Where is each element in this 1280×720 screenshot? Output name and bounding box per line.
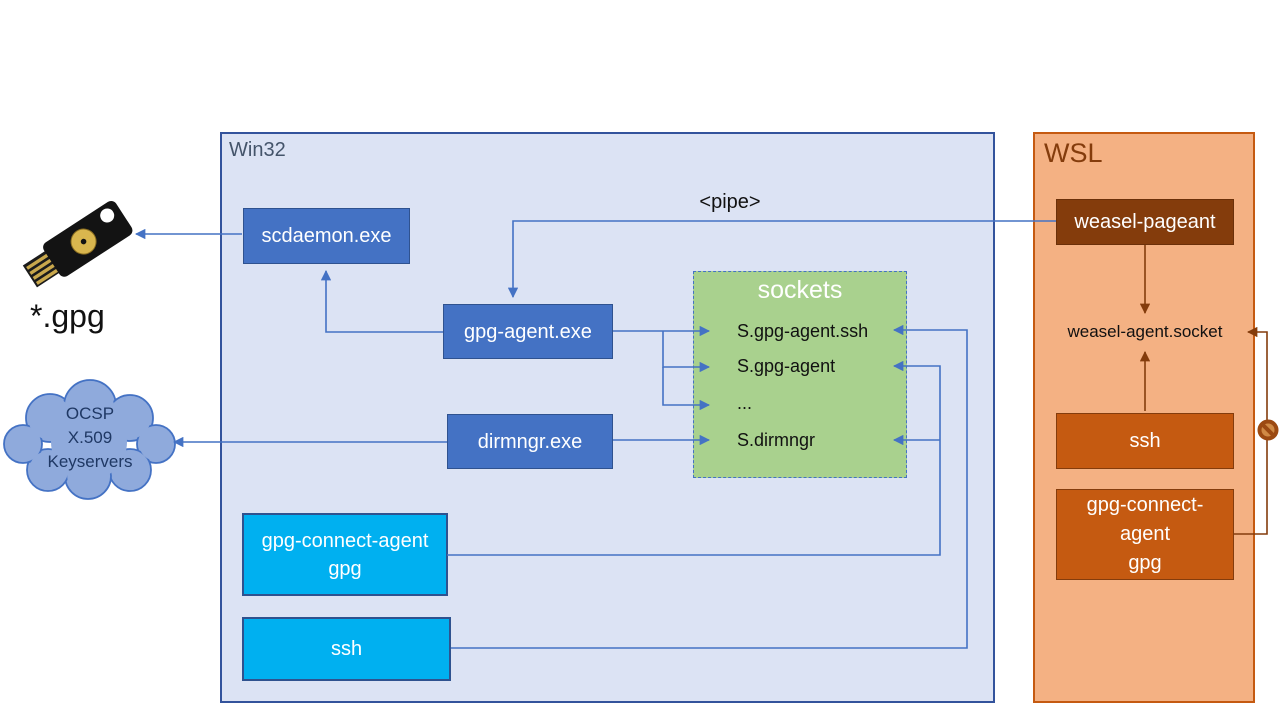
pipe-label: <pipe>: [699, 191, 761, 213]
weasel-agent-socket-label: weasel-agent.socket: [1067, 322, 1223, 341]
cloud-fill: [6, 382, 173, 497]
node-scdaemon: scdaemon.exe: [243, 208, 410, 264]
no-entry-disc: [1258, 420, 1278, 440]
gpg-connect-agent-win32-line2: gpg: [328, 557, 362, 580]
no-entry-slash: [1260, 422, 1276, 438]
cloud-label: OCSP X.509 Keyservers: [10, 402, 170, 474]
node-dirmngr: dirmngr.exe: [447, 414, 613, 469]
no-entry-icon: [1257, 419, 1279, 441]
yubikey-usb-pins: [26, 252, 60, 285]
gpg-connect-agent-wsl-line2: agent: [1119, 523, 1171, 545]
gpg-agent-label: gpg-agent.exe: [464, 320, 592, 343]
node-ssh-win32: ssh: [242, 617, 451, 681]
node-ssh-wsl: ssh: [1056, 413, 1234, 469]
node-weasel-pageant: weasel-pageant: [1056, 199, 1234, 245]
node-gpg-connect-agent-win32: gpg-connect-agent gpg: [242, 513, 448, 596]
cloud-label-line1: OCSP: [65, 404, 115, 423]
socket-item-dirmngr: S.dirmngr: [737, 430, 816, 450]
wsl-label: WSL: [1044, 138, 1103, 168]
dirmngr-label: dirmngr.exe: [477, 430, 583, 453]
socket-item-gpg-agent: S.gpg-agent: [737, 356, 836, 376]
cloud-label-line2: X.509: [67, 428, 113, 447]
yubikey-icon: [22, 200, 133, 288]
socket-item-ellipsis: ...: [737, 393, 753, 413]
gpg-connect-agent-wsl-line3: gpg: [1128, 552, 1162, 574]
no-entry-ring: [1257, 419, 1279, 441]
gpg-connect-agent-wsl-line1: gpg-connect-: [1086, 494, 1204, 516]
gpg-connect-agent-win32-line1: gpg-connect-agent: [261, 529, 429, 552]
ssh-wsl-label: ssh: [1129, 430, 1161, 452]
scdaemon-label: scdaemon.exe: [261, 225, 392, 247]
win32-label: Win32: [229, 139, 286, 161]
weasel-pageant-label: weasel-pageant: [1074, 211, 1216, 233]
socket-item-gpg-agent-ssh: S.gpg-agent.ssh: [737, 321, 869, 341]
node-gpg-agent: gpg-agent.exe: [443, 304, 613, 359]
cloud-label-line3: Keyservers: [47, 452, 133, 471]
sockets-title: sockets: [757, 276, 843, 304]
ssh-win32-label: ssh: [330, 638, 363, 660]
gpg-files-label: *.gpg: [30, 298, 105, 334]
yubikey-contact-dot: [80, 238, 87, 245]
node-gpg-connect-agent-wsl: gpg-connect- agent gpg: [1056, 489, 1234, 580]
keyserver-cloud: [3, 379, 176, 500]
yubikey-keyring-hole: [100, 208, 115, 223]
